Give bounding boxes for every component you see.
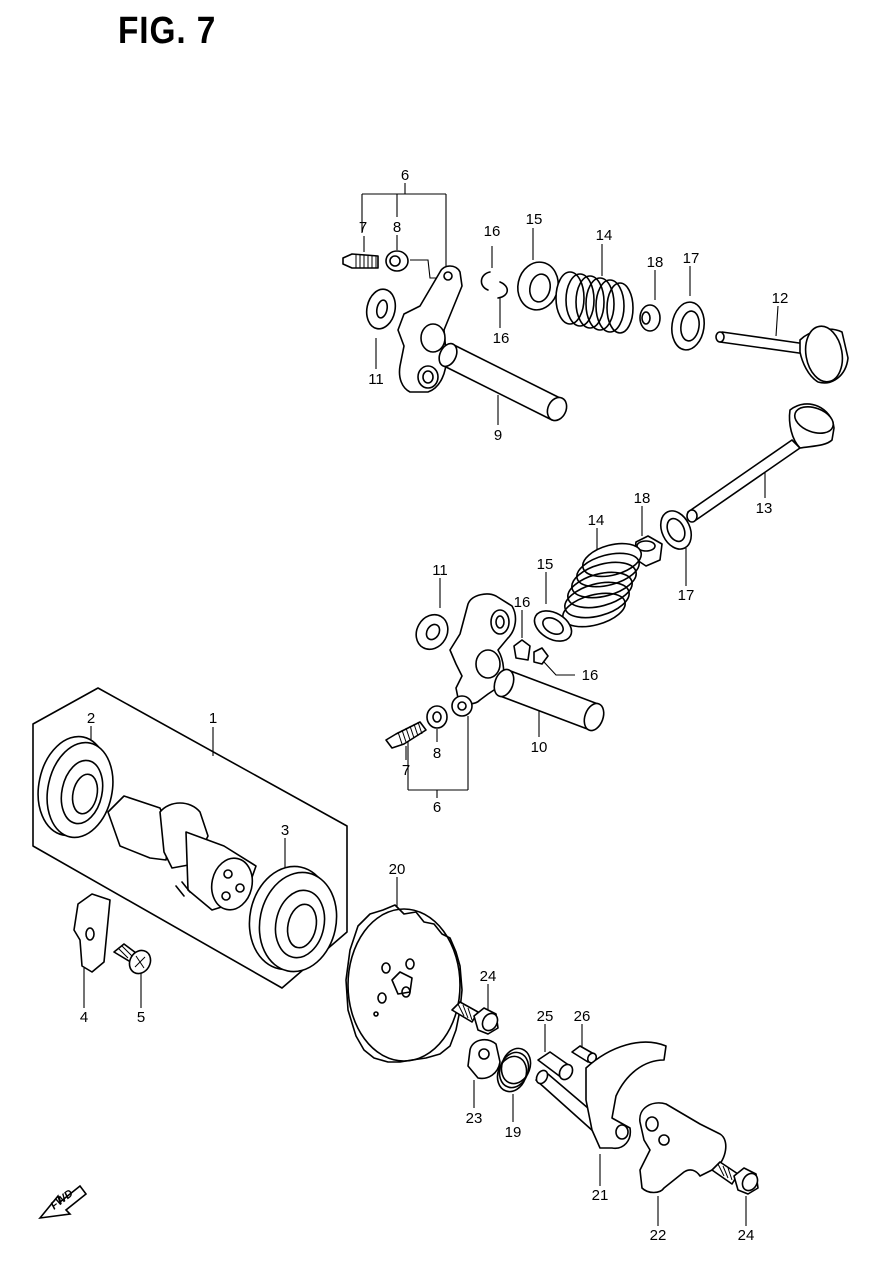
callout-15: 15 (526, 211, 543, 228)
part-cam-stopper (467, 1038, 501, 1080)
part-retainer-plate (73, 893, 111, 973)
callout-12: 12 (772, 290, 789, 307)
callout-1: 1 (209, 710, 217, 727)
part-cotter-middle (513, 639, 549, 665)
callout-16: 16 (493, 330, 510, 347)
callout-18: 18 (634, 490, 651, 507)
callout-24: 24 (738, 1227, 755, 1244)
part-pin-26 (571, 1045, 598, 1064)
callout-16: 16 (514, 594, 531, 611)
part-decompression-lever (535, 1041, 667, 1150)
part-spring-retainer-middle (533, 610, 573, 642)
callout-22: 22 (650, 1227, 667, 1244)
callout-13: 13 (756, 500, 773, 517)
callout-17: 17 (678, 587, 695, 604)
part-valve-spring-middle (562, 542, 643, 628)
part-rocker-shaft-middle (493, 668, 605, 732)
camshaft-assembly-box (32, 687, 348, 989)
callout-10: 10 (531, 739, 548, 756)
callout-14: 14 (588, 512, 605, 529)
part-valve-intake (715, 325, 849, 384)
part-rocker-arm-top (397, 265, 463, 393)
part-washer-top (365, 288, 397, 330)
callout-2: 2 (87, 710, 95, 727)
part-camshaft (107, 795, 257, 911)
callout-19: 19 (505, 1124, 522, 1141)
part-rocker-arm-middle (449, 593, 517, 717)
callout-11: 11 (368, 371, 384, 388)
part-cotter-top (480, 271, 509, 299)
callout-5: 5 (137, 1009, 145, 1026)
part-screw (113, 943, 152, 975)
part-adjuster-screw-middle (385, 721, 427, 749)
callout-16: 16 (484, 223, 501, 240)
callout-21: 21 (592, 1187, 609, 1204)
callout-26: 26 (574, 1008, 591, 1025)
part-rocker-shaft-top (438, 342, 568, 422)
callout-8: 8 (393, 219, 401, 236)
callout-7: 7 (402, 762, 410, 779)
callout-11: 11 (432, 562, 448, 579)
part-lock-nut-top (385, 250, 409, 272)
callout-labels: 6 7 8 16 15 14 18 17 12 16 11 9 13 18 14… (80, 167, 789, 1244)
part-bolt-lower (711, 1161, 759, 1195)
callout-23: 23 (466, 1110, 483, 1127)
callout-3: 3 (281, 822, 289, 839)
callout-6: 6 (401, 167, 409, 184)
part-cam-sprocket (345, 904, 463, 1063)
part-valve-exhaust (686, 403, 835, 523)
callout-4: 4 (80, 1009, 88, 1026)
part-spring-seat-top (671, 301, 705, 351)
callout-15: 15 (537, 556, 554, 573)
part-adjuster-screw-top (342, 253, 379, 269)
part-bolt-upper (451, 1001, 499, 1035)
callout-7: 7 (359, 219, 367, 236)
callout-20: 20 (389, 861, 406, 878)
callout-24: 24 (480, 968, 497, 985)
part-washer-middle (415, 613, 449, 651)
figure-title: FIG. 7 (118, 10, 217, 52)
fwd-arrow-badge: FWD (38, 1184, 88, 1220)
part-lock-nut-middle (426, 705, 448, 729)
callout-18: 18 (647, 254, 664, 271)
part-torsion-spring (496, 1047, 532, 1093)
part-pin-25 (537, 1051, 574, 1081)
callout-8: 8 (433, 745, 441, 762)
part-lever-plate (639, 1102, 727, 1194)
callout-6: 6 (433, 799, 441, 816)
callout-9: 9 (494, 427, 502, 444)
part-valve-spring-top (555, 271, 634, 334)
part-bearing-right (248, 865, 338, 973)
part-stem-seal-top (639, 304, 661, 332)
callout-16: 16 (582, 667, 599, 684)
callout-14: 14 (596, 227, 613, 244)
part-bearing-left (37, 735, 114, 839)
part-spring-seat-middle (659, 510, 693, 550)
callout-17: 17 (683, 250, 700, 267)
callout-25: 25 (537, 1008, 554, 1025)
part-spring-retainer-top (517, 261, 559, 311)
